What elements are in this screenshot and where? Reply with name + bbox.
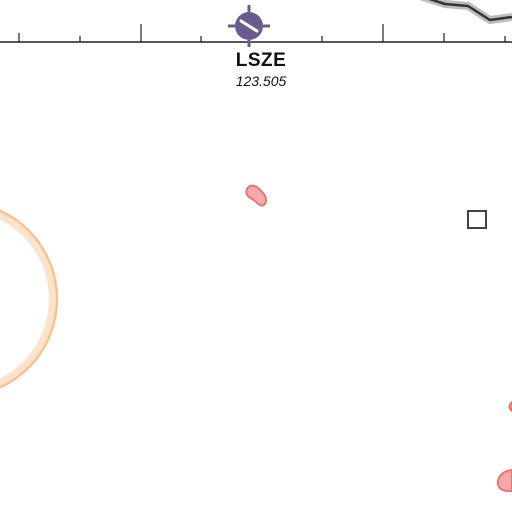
zone-circle-icon[interactable] [0, 202, 59, 396]
waypoint-square-icon[interactable] [467, 210, 487, 229]
airport-ident: LSZE [235, 50, 287, 71]
airfield-symbol-icon[interactable] [228, 5, 270, 47]
distance-scale [0, 24, 512, 43]
airport-frequency: 123.505 [235, 73, 287, 89]
scale-ticks [18, 24, 506, 42]
restricted-area-icon[interactable] [245, 184, 267, 207]
airspace-boundary [419, 0, 512, 24]
restricted-area-icon[interactable] [496, 469, 512, 493]
